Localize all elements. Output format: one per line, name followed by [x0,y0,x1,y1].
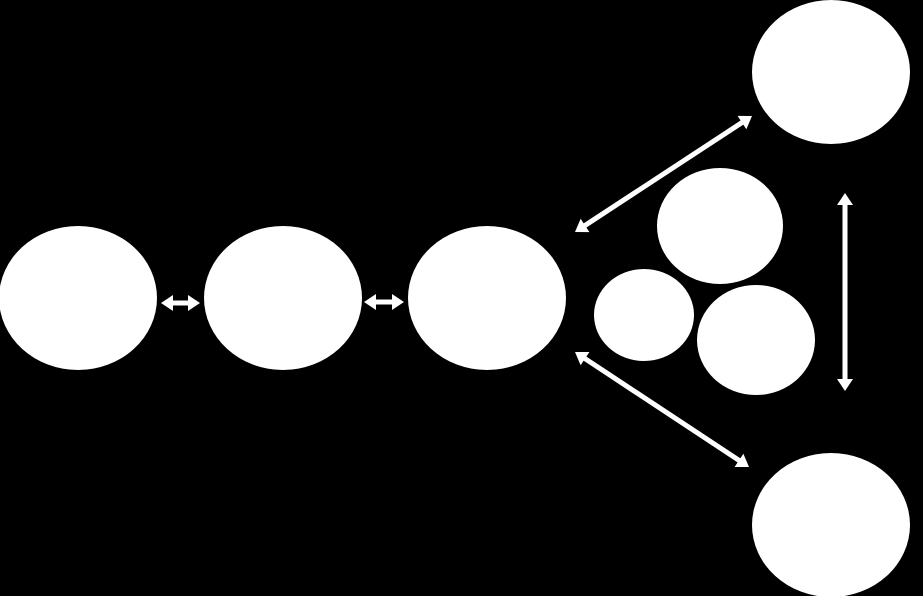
arrow-head-end [737,115,752,130]
arrow-head-start [161,295,173,311]
arrow-head-start [837,193,853,205]
node-top-right [752,0,910,144]
edge-node-top-right-node-bottom-right [837,193,853,391]
node-cluster-left [594,269,694,361]
node-2 [204,226,362,370]
node-cluster-top [657,168,783,284]
node-3 [408,226,566,370]
arrow-head-end [188,295,200,311]
node-cluster-right [697,285,815,395]
arrow-shaft [581,119,746,229]
edge-node-3-node-bottom-right [575,351,749,468]
arrow-head-end [392,294,404,310]
node-bottom-right [752,453,910,596]
arrow-head-start [575,351,590,366]
arrow-shaft [581,355,743,464]
edge-node-2-node-3 [364,294,404,310]
edge-node-3-node-top-right [575,115,752,233]
node-1 [0,226,157,370]
arrow-head-end [837,379,853,391]
arrow-head-end [734,453,749,468]
arrow-head-start [575,218,590,233]
arrow-head-start [364,294,376,310]
edge-node-1-node-2 [161,295,200,311]
